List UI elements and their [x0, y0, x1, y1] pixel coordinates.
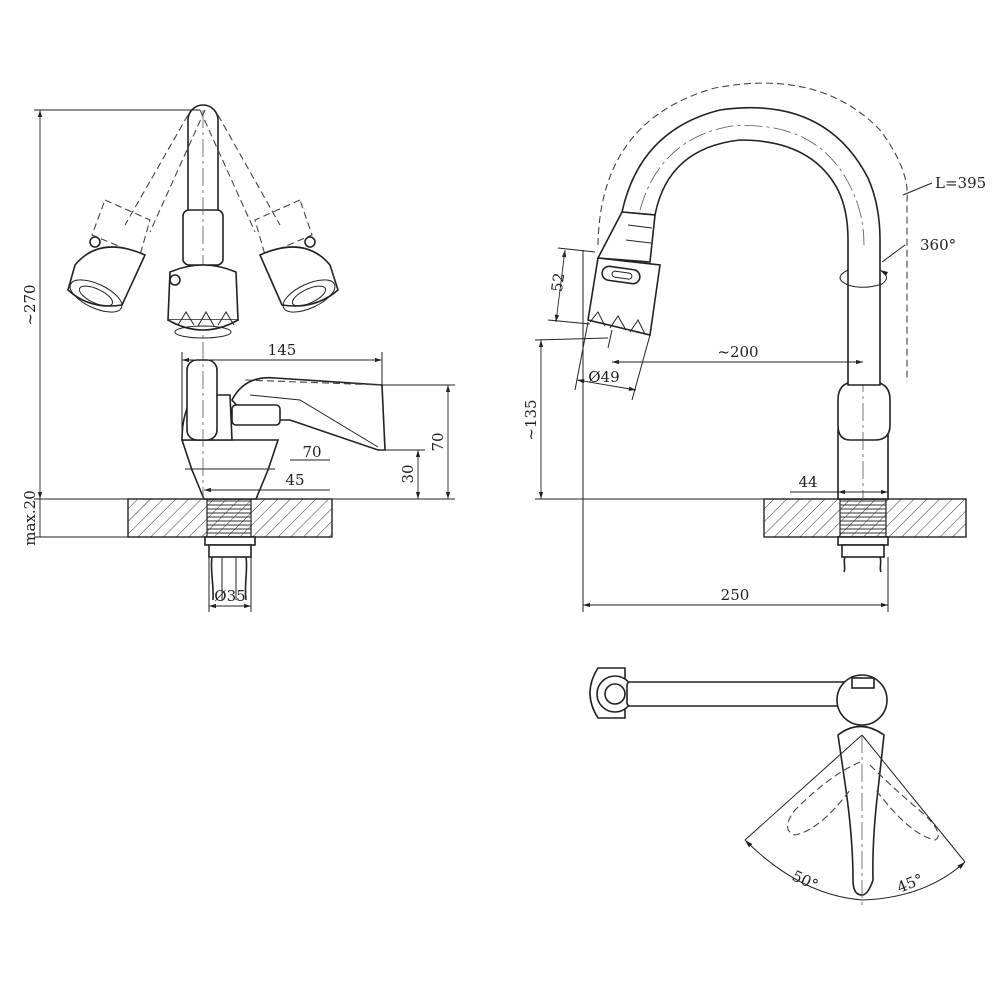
label-base-width: 45 [285, 471, 304, 489]
spout-top [589, 667, 888, 726]
dim-lever-height-side: 70 [332, 384, 455, 500]
label-handle-left-angle: 50° [789, 867, 821, 895]
mounting-nut-right [837, 536, 889, 573]
dim-total-reach: 250 [582, 250, 889, 612]
dim-lever-height: 70 [290, 443, 330, 461]
gooseneck-spout [596, 82, 908, 386]
dim-aerator-height: 52 [548, 247, 596, 325]
label-height-total: ~270 [21, 284, 39, 325]
dim-lever-reach: 145 [181, 341, 383, 440]
handle-top [786, 725, 939, 896]
label-spout-length: L=395 [935, 174, 986, 192]
side-view: 360° L=395 52 Ø49 ~200 ~135 [522, 82, 986, 612]
label-aerator-diameter: Ø49 [588, 368, 619, 386]
dim-base-diameter: 44 [790, 473, 888, 495]
label-shank-diameter: Ø35 [214, 587, 245, 605]
mounting-nut-left [204, 536, 256, 601]
countertop-left [127, 498, 333, 538]
label-spout-reach: ~200 [717, 343, 758, 361]
label-spout-height: ~135 [522, 399, 540, 440]
lever-front [231, 376, 386, 451]
spout-length-label: L=395 [902, 174, 986, 196]
aerator-ghost-left [67, 109, 206, 313]
front-view: ~270 max.20 145 70 70 30 [21, 104, 455, 612]
label-rotation: 360° [920, 236, 956, 254]
label-lever-base: 30 [399, 464, 417, 483]
spout-front [182, 104, 224, 500]
top-view: 50° 45° [589, 667, 966, 905]
aerator-side [587, 257, 661, 349]
aerator-center [167, 264, 239, 339]
label-max-counter: max.20 [21, 490, 39, 545]
faucet-body-side [837, 345, 891, 500]
rotation-indicator: 360° [839, 236, 956, 288]
label-lever-height-side: 70 [429, 432, 447, 451]
dim-max-counter: max.20 [21, 490, 128, 546]
dim-spout-reach: ~200 [612, 343, 863, 365]
label-handle-right-angle: 45° [894, 870, 925, 897]
dim-lever-base: 30 [385, 449, 425, 499]
dim-shank-diameter: Ø35 [208, 557, 252, 612]
label-aerator-height: 52 [548, 272, 568, 293]
label-lever-reach: 145 [268, 341, 297, 359]
dim-spout-height: ~135 [522, 337, 764, 500]
label-total-reach: 250 [721, 586, 750, 604]
countertop-right [763, 498, 967, 538]
aerator-ghost-right [199, 109, 339, 313]
dim-aerator-diameter: Ø49 [574, 321, 651, 401]
label-base-diameter: 44 [798, 473, 817, 491]
dim-base-width: 45 [204, 471, 330, 493]
dim-height-total: ~270 [21, 109, 200, 500]
label-lever-height: 70 [302, 443, 321, 461]
